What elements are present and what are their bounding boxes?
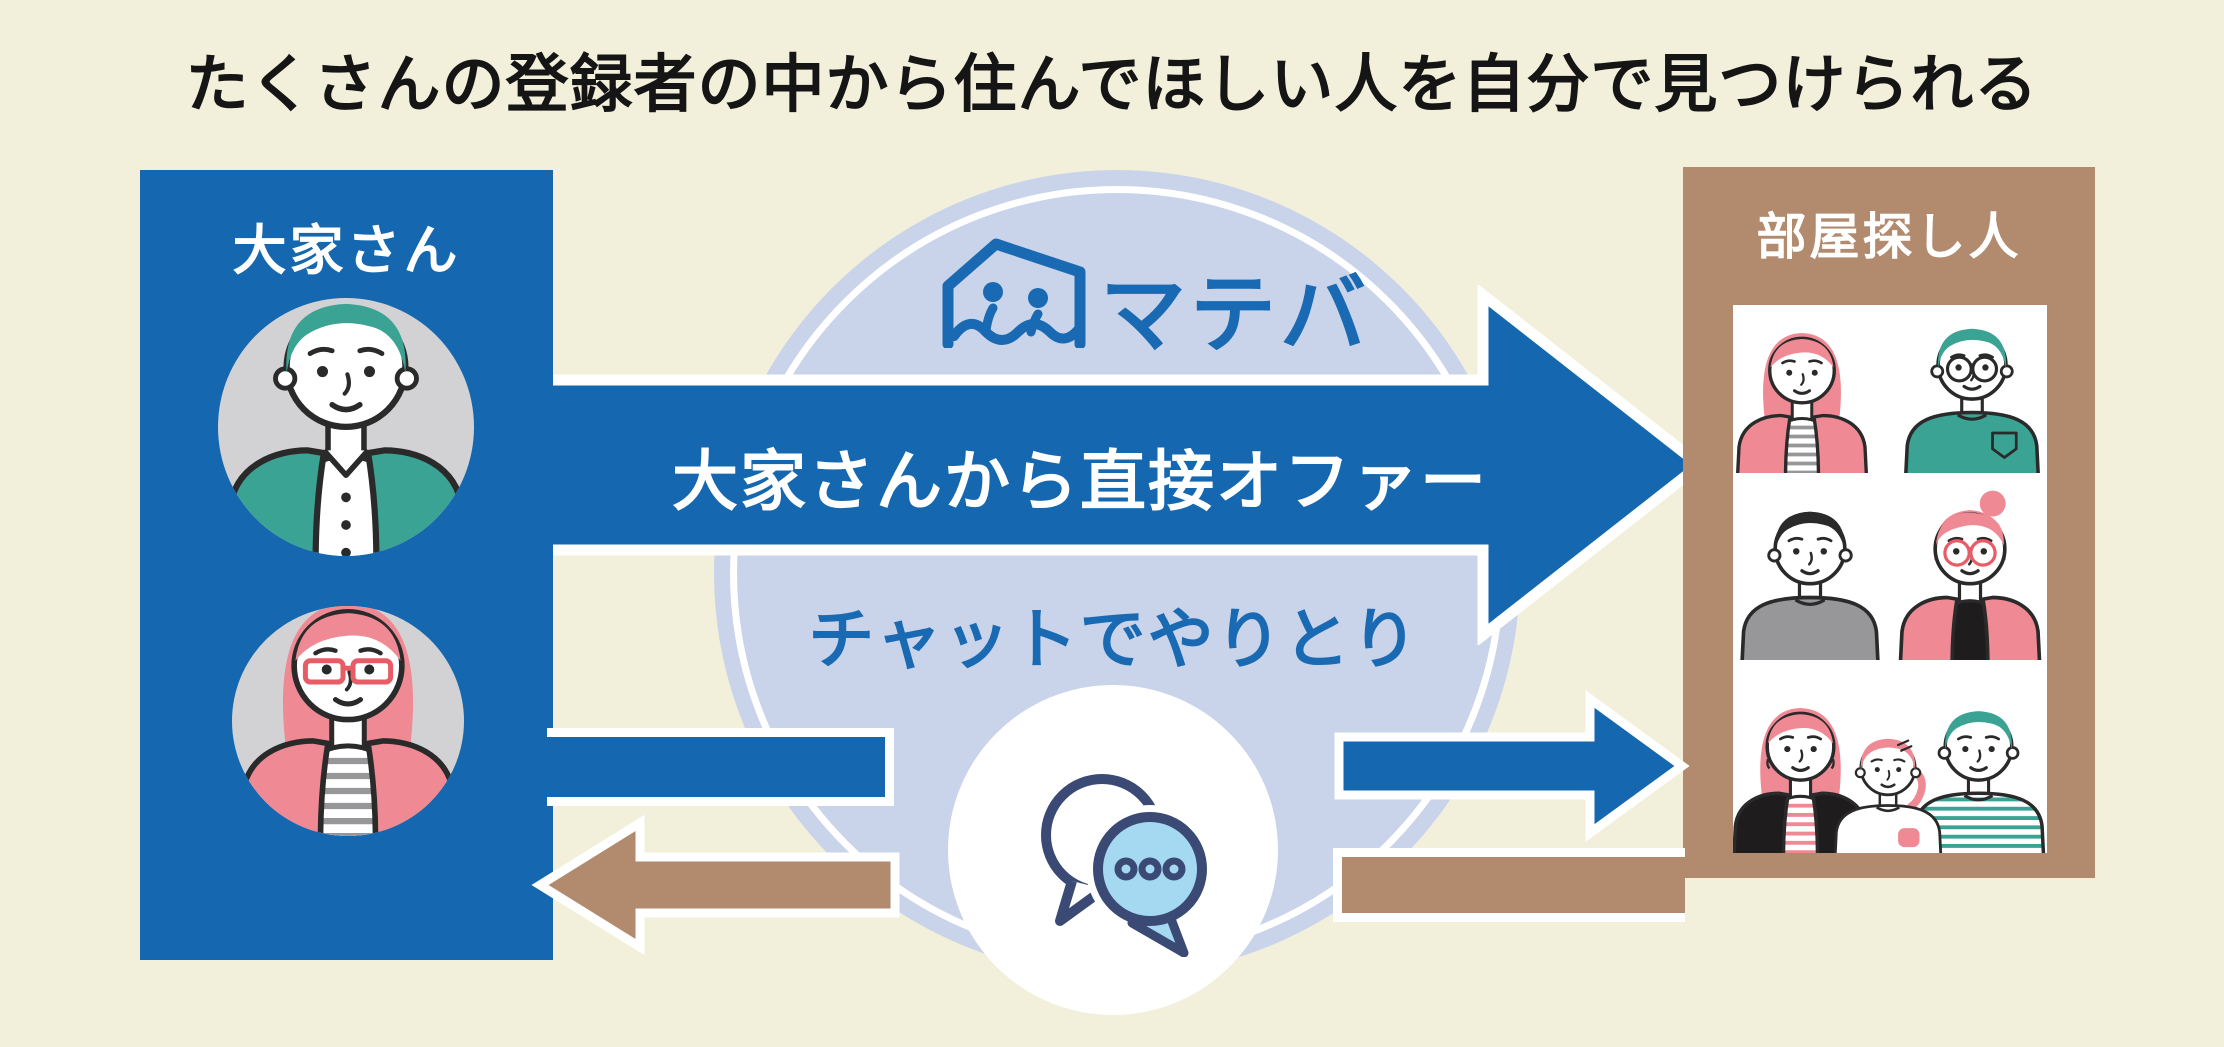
landlord-panel-label: 大家さん <box>232 221 461 281</box>
person-illustration <box>1740 511 1880 660</box>
chat-flow-brown-right-segment <box>1333 848 1685 922</box>
seeker-couple-row-1 <box>1733 305 2047 473</box>
offer-arrow-label: 大家さんから直接オファー <box>672 444 1488 518</box>
landlord-panel: 大家さん <box>140 170 553 960</box>
room-seekers-panel-label: 部屋探し人 <box>1756 209 2022 265</box>
brand-name: マテバ <box>1100 267 1370 363</box>
chat-circle <box>948 685 1278 1015</box>
offer-arrow-icon <box>540 285 1709 645</box>
chat-flow-blue-left-segment <box>547 728 894 806</box>
person-illustration <box>1736 333 1868 473</box>
chat-arrow-to-seekers-icon <box>1334 690 1690 842</box>
person-illustration <box>224 304 468 556</box>
room-seekers-grid <box>1733 305 2047 853</box>
house-with-people-icon <box>942 238 1086 348</box>
chat-flow-label: チャットでやりとり <box>808 602 1420 676</box>
person-illustration <box>1898 490 2042 660</box>
chat-bubbles-icon <box>1041 774 1214 957</box>
seeker-couple-row-2 <box>1733 473 2047 660</box>
page-title: たくさんの登録者の中から住んでほしい人を自分で見つけられる <box>185 50 2039 120</box>
seeker-family-row-3 <box>1733 660 2047 853</box>
landlord-avatar-woman <box>232 606 464 836</box>
person-illustration <box>1733 708 1869 853</box>
room-seekers-panel: 部屋探し人 <box>1683 167 2095 878</box>
person-illustration <box>237 606 459 836</box>
person-illustration <box>1833 738 1943 853</box>
person-illustration <box>1904 328 2040 473</box>
chat-arrow-to-landlord-icon <box>531 814 900 956</box>
landlord-avatar-man <box>218 298 474 556</box>
